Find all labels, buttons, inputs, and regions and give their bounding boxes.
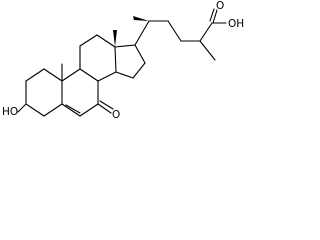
- bond: [17, 103, 27, 113]
- ring-b: [61, 68, 114, 117]
- bond: [25, 68, 45, 82]
- ring-d: [113, 30, 146, 79]
- bond: [134, 44, 146, 64]
- bond: [61, 68, 81, 82]
- bond: [97, 103, 112, 114]
- acid-oh-label: OH: [228, 18, 244, 30]
- bond: [61, 103, 81, 117]
- double-bond: [212, 9, 218, 24]
- bond: [43, 68, 63, 82]
- bond: [25, 103, 45, 117]
- double-bond: [99, 100, 114, 110]
- bond: [79, 103, 99, 117]
- bond: [79, 68, 99, 82]
- bond: [134, 20, 150, 46]
- bond: [199, 22, 213, 42]
- hydroxyl-label: HO: [2, 106, 18, 118]
- bond: [167, 20, 182, 42]
- double-bond: [65, 104, 81, 114]
- bond: [114, 46, 117, 73]
- double-bond: [209, 8, 215, 22]
- molecule-structure: OH O HO O: [2, 0, 244, 121]
- bond: [115, 71, 134, 79]
- ring-c: [79, 34, 117, 82]
- bond: [132, 62, 146, 79]
- bond: [43, 103, 63, 117]
- bond: [97, 71, 117, 82]
- bond: [96, 34, 116, 48]
- methyl-wedge: [113, 30, 117, 47]
- bond: [79, 34, 98, 47]
- bond: [199, 40, 216, 61]
- side-chain: [133, 8, 227, 61]
- ketone-o-label: O: [112, 109, 120, 121]
- bond: [114, 44, 136, 48]
- acid-o-label: O: [216, 0, 224, 12]
- ring-a: [17, 63, 63, 117]
- wedge-bond: [133, 16, 149, 21]
